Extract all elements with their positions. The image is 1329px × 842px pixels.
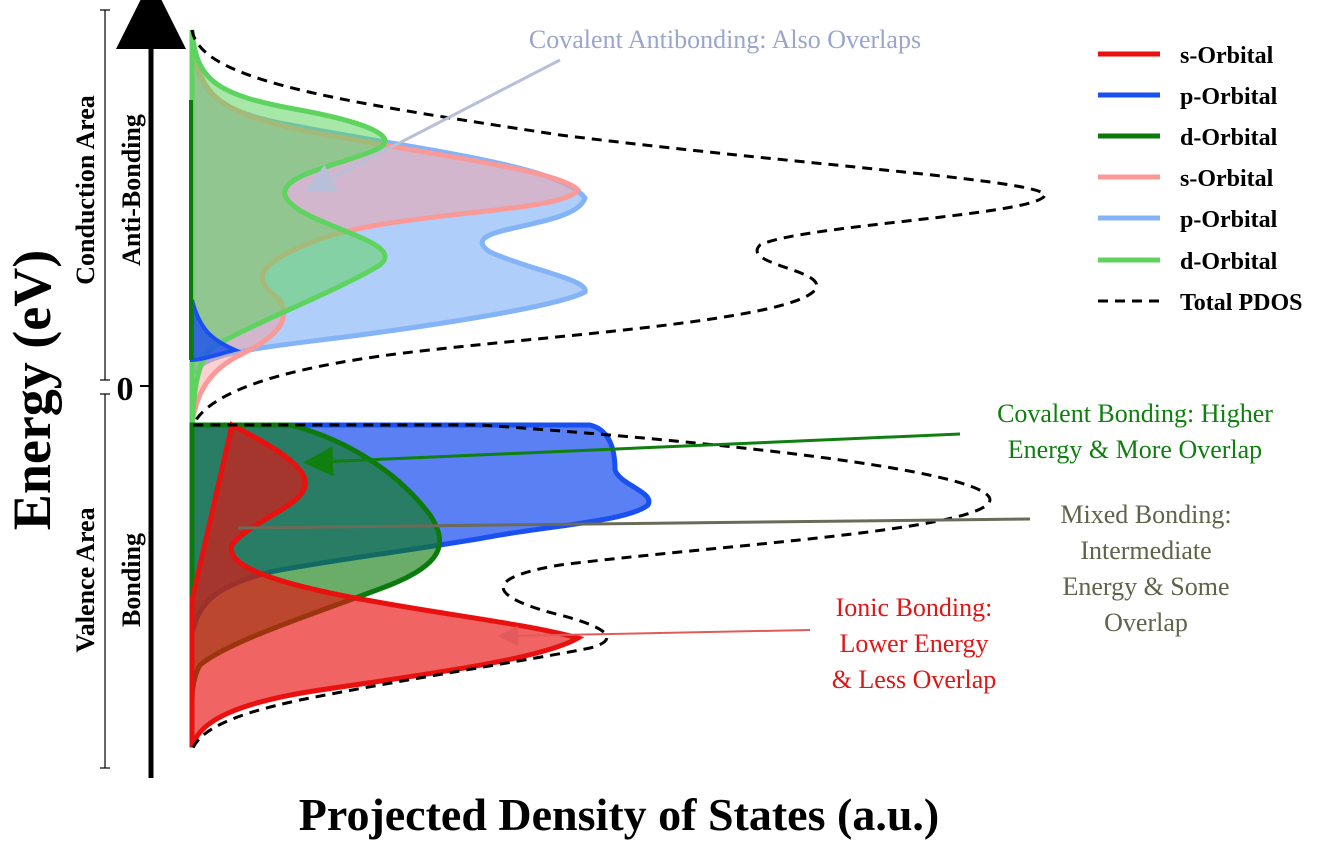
valence-band-curves — [189, 421, 652, 748]
region-ranges — [100, 9, 110, 769]
y-axis-title: Energy (eV) — [2, 250, 62, 530]
mixed-bonding-text-line4: Overlap — [1104, 608, 1188, 637]
legend-item: s-Orbital — [1098, 43, 1274, 69]
x-axis-title: Projected Density of States (a.u.) — [299, 789, 939, 840]
ionic-bonding-arrow — [498, 625, 811, 646]
zero-tick-label: 0 — [117, 371, 134, 408]
ionic-bonding-text-line3: & Less Overlap — [832, 665, 997, 694]
mixed-bonding-pointer — [237, 517, 1031, 530]
conduction-area-label: Conduction Area — [71, 95, 100, 285]
dark-p-orbital-conduction-tail — [190, 299, 242, 363]
conduction-band-curves — [189, 29, 588, 426]
legend-label: Total PDOS — [1180, 290, 1302, 316]
legend-item: p-Orbital — [1098, 207, 1278, 233]
legend-item: s-Orbital — [1098, 166, 1274, 192]
bonding-label: Bonding — [117, 533, 146, 627]
legend-item: d-Orbital — [1098, 125, 1278, 151]
mixed-bonding-text-line2: Intermediate — [1080, 536, 1211, 565]
mixed-bonding-text-line1: Mixed Bonding: — [1060, 500, 1231, 529]
legend-label: d-Orbital — [1180, 125, 1278, 151]
legend-item: p-Orbital — [1098, 84, 1278, 110]
dark-s-orbital-upper-line — [228, 422, 331, 596]
valence-area-label: Valence Area — [71, 507, 100, 652]
legend-label: d-Orbital — [1180, 249, 1278, 275]
ionic-bonding-text-line1: Ionic Bonding: — [836, 593, 993, 622]
ionic-bonding-text-line2: Lower Energy — [840, 629, 989, 658]
legend-label: s-Orbital — [1180, 166, 1274, 192]
legend: s-Orbital p-Orbital d-Orbital s-Orbital … — [1098, 43, 1302, 316]
covalent-antibonding-arrow — [304, 58, 561, 192]
legend-label: p-Orbital — [1180, 84, 1278, 110]
legend-label: s-Orbital — [1180, 43, 1274, 69]
legend-item: Total PDOS — [1098, 290, 1302, 316]
legend-label: p-Orbital — [1180, 207, 1278, 233]
covalent-antibonding-text: Covalent Antibonding: Also Overlaps — [529, 25, 921, 54]
covalent-bonding-text-line1: Covalent Bonding: Higher — [997, 399, 1273, 428]
anti-bonding-label: Anti-Bonding — [117, 114, 146, 266]
total-pdos-curve — [190, 29, 1047, 751]
legend-item: d-Orbital — [1098, 249, 1278, 275]
covalent-bonding-arrow — [303, 432, 961, 477]
covalent-bonding-text-line2: Energy & More Overlap — [1008, 435, 1262, 464]
mixed-bonding-text-line3: Energy & Some — [1062, 572, 1229, 601]
